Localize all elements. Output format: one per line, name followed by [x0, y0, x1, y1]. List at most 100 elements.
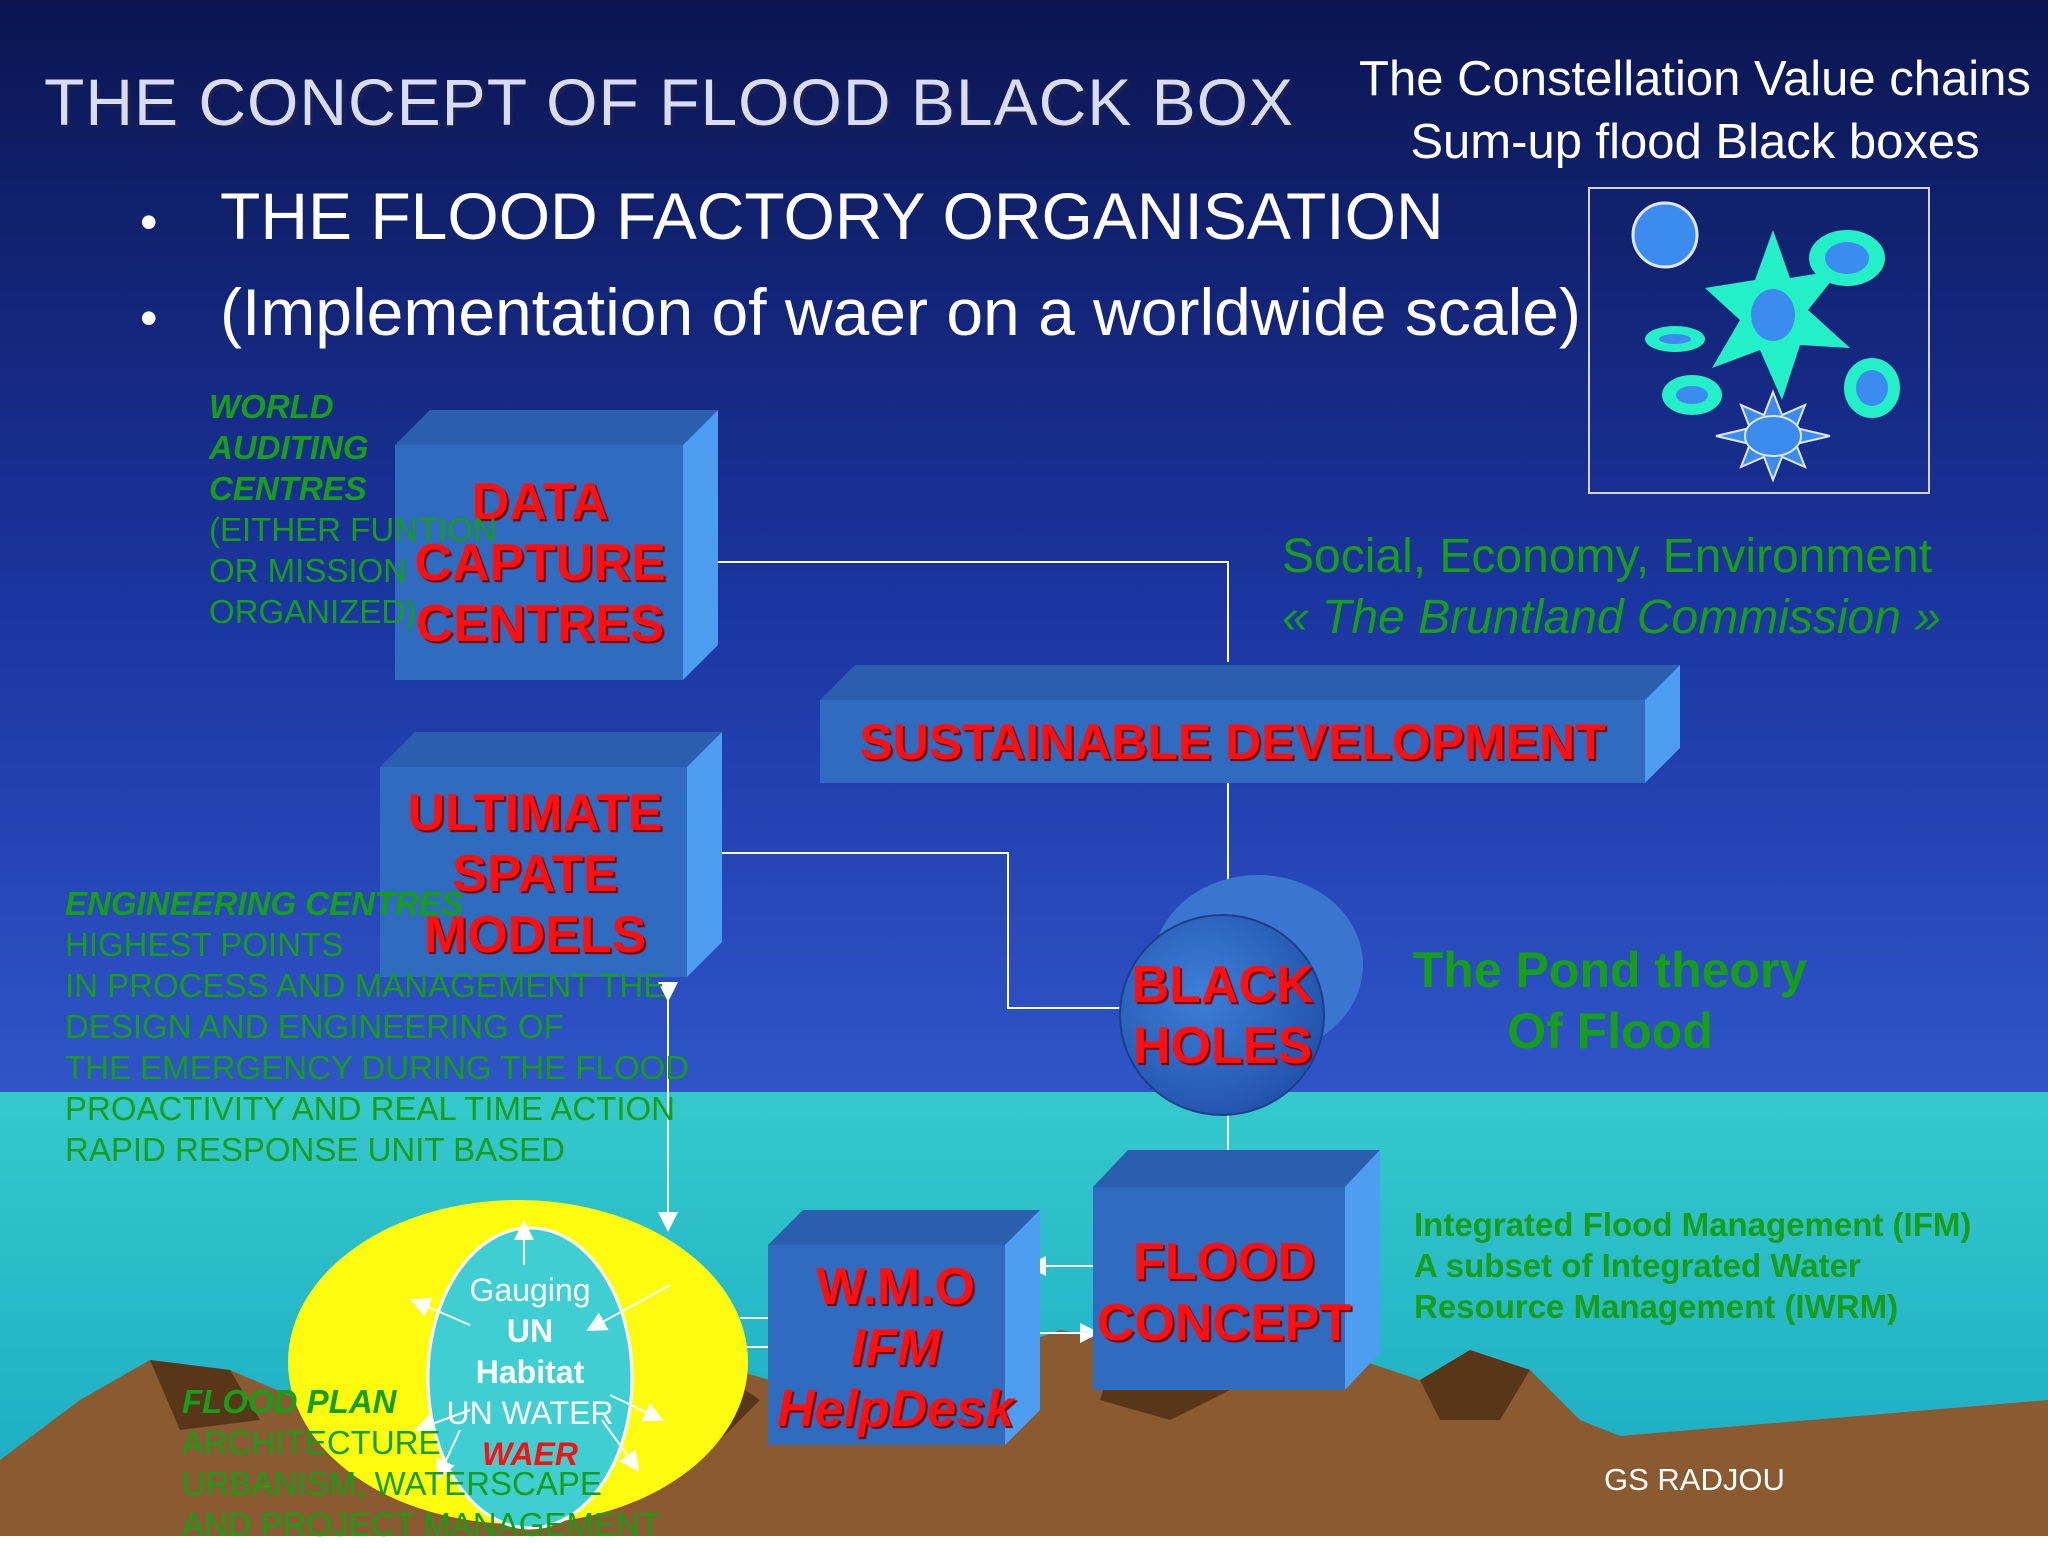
- world-auditing-note: WORLD AUDITING CENTRES (EITHER FUNTION O…: [209, 386, 497, 632]
- wmo-top: [768, 1210, 1040, 1245]
- ultimate-top: [380, 732, 722, 767]
- wmo-helpdesk-label: W.M.O IFM HelpDesk: [768, 1257, 1023, 1440]
- ultimate-line: MODELS: [423, 906, 647, 964]
- flood-plan-heading: FLOOD PLAN: [182, 1383, 397, 1420]
- connector-capture-sustainable: [700, 561, 1229, 662]
- data-capture-line: CAPTURE: [414, 534, 666, 592]
- world-auditing-line: CENTRES: [209, 470, 367, 507]
- ifm-note: Integrated Flood Management (IFM) A subs…: [1414, 1204, 1971, 1327]
- un-water-line: UN WATER: [446, 1395, 614, 1431]
- ring-core: [1825, 242, 1869, 274]
- flood-concept-line: CONCEPT: [1096, 1294, 1352, 1352]
- circle-icon: [1631, 201, 1699, 269]
- pond-theory-note: The Pond theory Of Flood: [1360, 940, 1860, 1062]
- ifm-note-line: Resource Management (IWRM): [1414, 1288, 1899, 1325]
- bruntland-line: « The Bruntland Commission »: [1282, 591, 1941, 644]
- ray-arrow: [414, 1409, 471, 1434]
- bullet-symbol: •: [140, 193, 158, 250]
- pond-line: The Pond theory: [1412, 942, 1808, 998]
- constellation-caption-line2: Sum-up flood Black boxes: [1410, 115, 1980, 169]
- gauging-line: Gauging: [469, 1272, 591, 1308]
- engineering-line: PROACTIVITY AND REAL TIME ACTION: [65, 1090, 676, 1127]
- ring-core: [1676, 386, 1708, 404]
- sustainable-top: [820, 665, 1680, 700]
- sustainable-development-label: SUSTAINABLE DEVELOPMENT: [859, 714, 1606, 770]
- data-capture-face: [395, 445, 683, 680]
- engineering-line: THE EMERGENCY DURING THE FLOOD: [65, 1049, 690, 1086]
- pond-line: Of Flood: [1507, 1003, 1713, 1059]
- ray-arrow: [609, 1394, 664, 1422]
- star-core: [1751, 289, 1795, 341]
- ifm-note-line: A subset of Integrated Water: [1414, 1247, 1861, 1284]
- ifm-note-line: Integrated Flood Management (IFM): [1414, 1206, 1972, 1243]
- helpdesk-line: HelpDesk: [777, 1380, 1014, 1438]
- black-holes-line: BLACK: [1131, 956, 1314, 1014]
- world-auditing-line: ORGANIZED): [209, 593, 417, 630]
- wmo-side: [1005, 1210, 1040, 1445]
- world-auditing-line: (EITHER FUNTION: [209, 511, 497, 548]
- sun-core: [1744, 415, 1802, 457]
- black-holes-label: BLACK HOLES: [1120, 955, 1325, 1077]
- un-line: UN: [506, 1313, 554, 1349]
- data-capture-side: [683, 410, 718, 680]
- bullet-symbol: •: [140, 289, 158, 346]
- flood-concept-label: FLOOD CONCEPT: [1093, 1232, 1355, 1354]
- constellation-frame: [1588, 187, 1930, 494]
- flood-concept-face: [1093, 1187, 1345, 1390]
- bullet-text: (Implementation of waer on a worldwide s…: [220, 275, 1581, 349]
- constellation-caption: The Constellation Value chains Sum-up fl…: [1330, 48, 2048, 174]
- flood-concept-line: FLOOD: [1133, 1233, 1315, 1291]
- connector-blackholes-ultimate: [700, 843, 1130, 1009]
- gauging-label: Gauging UN Habitat UN WATER WAER: [430, 1270, 630, 1475]
- ultimate-line: ULTIMATE: [407, 784, 663, 842]
- world-auditing-line: OR MISSION: [209, 552, 408, 589]
- bullet-item: • THE FLOOD FACTORY ORGANISATION: [140, 178, 1444, 254]
- ray-arrow: [436, 1429, 461, 1480]
- ray-arrow: [586, 1284, 671, 1331]
- engineering-heading: ENGINEERING CENTRES: [65, 885, 463, 922]
- page-title: THE CONCEPT OF FLOOD BLACK BOX: [44, 65, 1295, 139]
- flood-plan-line: URBANISM, WATERSCAPE: [182, 1465, 602, 1502]
- ring-core: [1856, 370, 1888, 406]
- ring-core: [1659, 334, 1691, 344]
- author-credit: GS RADJOU: [1604, 1462, 1785, 1497]
- engineering-line: RAPID RESPONSE UNIT BASED: [65, 1131, 566, 1168]
- wmo-face: [768, 1245, 1005, 1445]
- sustainable-face: [820, 700, 1645, 783]
- data-capture-line: CENTRES: [415, 595, 665, 653]
- social-economy-note: Social, Economy, Environment « The Brunt…: [1282, 526, 1941, 648]
- ifm-line: IFM: [850, 1319, 941, 1377]
- waer-line: WAER: [482, 1436, 578, 1472]
- ultimate-spate-models-label: ULTIMATE SPATE MODELS: [380, 783, 690, 966]
- constellation-caption-line1: The Constellation Value chains: [1359, 52, 2031, 106]
- ray-arrow: [410, 1297, 471, 1326]
- flood-concept-side: [1345, 1150, 1380, 1390]
- ray-arrow: [601, 1419, 640, 1472]
- habitat-line: Habitat: [475, 1354, 585, 1390]
- engineering-line: DESIGN AND ENGINEERING OF: [65, 1008, 564, 1045]
- world-auditing-line: AUDITING: [209, 429, 369, 466]
- bullet-text: THE FLOOD FACTORY ORGANISATION: [220, 179, 1444, 253]
- world-auditing-line: WORLD: [209, 388, 334, 425]
- flood-concept-top: [1093, 1150, 1380, 1187]
- engineering-centres-note: ENGINEERING CENTRES HIGHEST POINTS IN PR…: [65, 883, 689, 1170]
- black-holes-front: [1119, 914, 1325, 1116]
- black-holes-line: HOLES: [1132, 1017, 1313, 1075]
- flood-plan-line: AND PROJECT MANAGEMENT: [182, 1506, 660, 1543]
- bullet-item: • (Implementation of waer on a worldwide …: [140, 274, 1581, 350]
- ultimate-line: SPATE: [452, 845, 618, 903]
- ultimate-face: [380, 767, 687, 977]
- wmo-line: W.M.O: [816, 1258, 975, 1316]
- social-line: Social, Economy, Environment: [1282, 530, 1933, 583]
- engineering-line: IN PROCESS AND MANAGEMENT THE: [65, 967, 666, 1004]
- data-capture-label: DATA CAPTURE CENTRES: [395, 472, 685, 655]
- ultimate-side: [687, 732, 722, 977]
- sustainable-side: [1645, 665, 1680, 783]
- engineering-line: HIGHEST POINTS: [65, 926, 344, 963]
- flood-plan-line: ARCHITECTURE: [182, 1424, 441, 1461]
- data-capture-top: [395, 410, 718, 445]
- sky-background: [0, 0, 2048, 1095]
- data-capture-line: DATA: [471, 473, 609, 531]
- flood-plan-note: FLOOD PLAN ARCHITECTURE URBANISM, WATERS…: [182, 1381, 660, 1545]
